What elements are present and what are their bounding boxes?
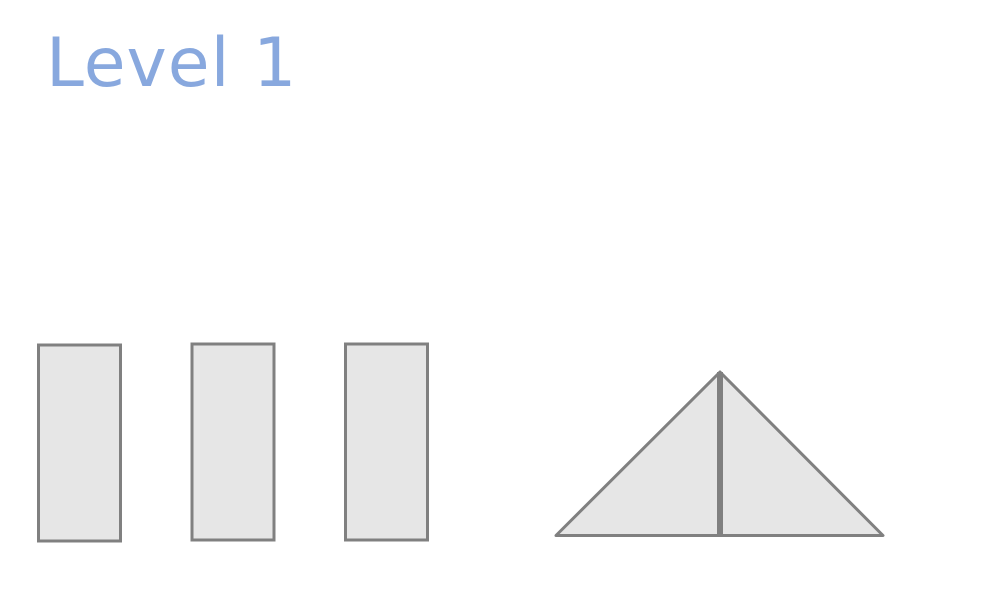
rectangle-piece-2[interactable] [190, 342, 276, 542]
rectangle-piece-3[interactable] [344, 342, 429, 542]
level-title: Level 1 [46, 24, 298, 103]
rectangle-piece-1[interactable] [37, 343, 122, 543]
draggable-pieces [37, 342, 429, 543]
target-triangle [554, 370, 885, 537]
